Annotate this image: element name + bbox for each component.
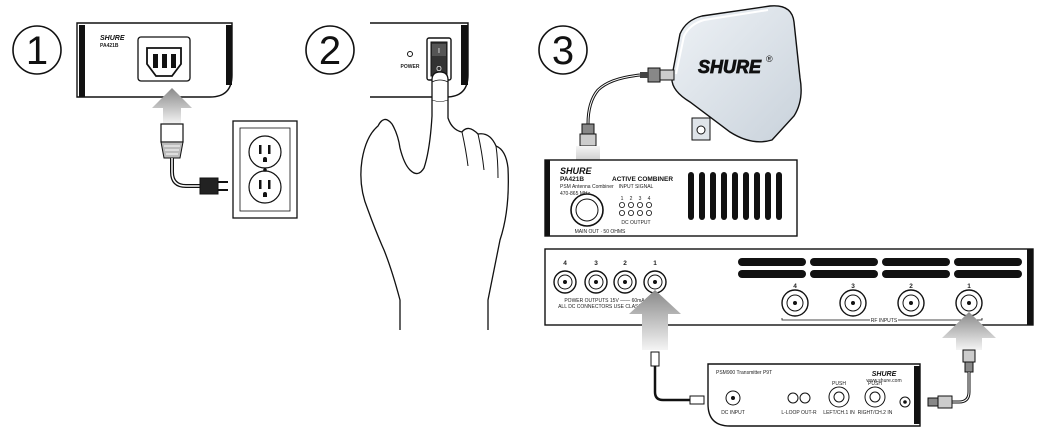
- rf-in-num-3: 3: [851, 283, 855, 290]
- main-out-label: MAIN OUT · 50 OHMS: [575, 229, 626, 235]
- step1-model-label: PA421B: [100, 43, 119, 49]
- step3-number: 3: [538, 25, 588, 75]
- wall-outlet: [232, 120, 298, 219]
- combiner-brand-logo: SHURE: [560, 166, 593, 176]
- right-push-label: PUSH: [868, 381, 882, 387]
- dc-power-cable: [650, 351, 705, 405]
- paddle-antenna: SHURE ®: [640, 5, 802, 143]
- step1-number: 1: [12, 25, 62, 75]
- rf-bnc-cable: [927, 349, 976, 409]
- antenna-bracket: [691, 117, 711, 141]
- input-signal-label: INPUT SIGNAL: [619, 184, 654, 190]
- step2-number: 2: [305, 25, 355, 75]
- rf-in-num-2: 2: [909, 283, 913, 290]
- step1-unit-panel: SHURE PA421B: [76, 22, 233, 98]
- left-push-label: PUSH: [832, 381, 846, 387]
- antenna-brand-logo: SHURE: [698, 57, 762, 77]
- left-in-label: LEFT/CH.1 IN: [823, 410, 855, 416]
- power-label: POWER: [401, 64, 420, 70]
- rf-in-num-1: 1: [967, 283, 971, 290]
- loop-out-label: L-LOOP OUT-R: [781, 410, 817, 416]
- rf-inputs-label: RF INPUTS: [871, 318, 898, 324]
- rf-input-jacks: [781, 289, 983, 317]
- antenna-cable: [579, 73, 641, 147]
- front-vent-slots: [688, 172, 782, 220]
- antenna-bnc-connector: [640, 67, 675, 83]
- dc-input-jack: [725, 390, 741, 406]
- rf-up-arrow: [942, 312, 996, 350]
- step1-insert-arrow: [152, 88, 192, 124]
- led-num-1: 1: [621, 196, 624, 202]
- dc-output-label: DC OUTPUT: [621, 220, 650, 226]
- right-in-label: RIGHT/CH.2 IN: [858, 410, 893, 416]
- power-cord: [160, 123, 228, 195]
- step2-number-label: 2: [319, 29, 341, 73]
- main-out-connector: [570, 193, 604, 227]
- dc-out-num-3: 3: [594, 260, 598, 267]
- rf-output-jack: [899, 396, 911, 408]
- rear-vent-slots: [738, 258, 1022, 278]
- dc-out-num-1: 1: [653, 260, 657, 267]
- rf-in-num-4: 4: [793, 283, 797, 290]
- active-combiner-label: ACTIVE COMBINER: [612, 176, 673, 183]
- step2-unit-panel: POWER: [370, 22, 469, 98]
- led-num-2: 2: [630, 196, 633, 202]
- dc-input-label: DC INPUT: [721, 410, 745, 416]
- class-wiring-label: ALL DC CONNECTORS USE CLASS 2 WIRING: [558, 304, 666, 310]
- step3-number-label: 3: [552, 29, 574, 73]
- iec-inlet: [137, 36, 191, 82]
- dc-output-jacks: [553, 270, 667, 294]
- antenna-registered-mark: ®: [766, 54, 773, 64]
- combiner-rear-panel: 4 3 2 1 POWER OUTPUTS 15V —— 60mA EACH A…: [544, 248, 1034, 326]
- transmitter-url: www.shure.com: [866, 378, 901, 384]
- power-outputs-label: POWER OUTPUTS 15V —— 60mA EACH: [564, 298, 660, 304]
- led-num-3: 3: [639, 196, 642, 202]
- led-num-4: 4: [648, 196, 651, 202]
- switch-on-mark: I: [438, 48, 440, 55]
- combiner-freq-label: 470-865 MHz: [560, 191, 591, 197]
- switch-off-mark: O: [436, 66, 442, 73]
- pointing-hand: [360, 71, 509, 330]
- transmitter-rear-panel: PSM900 Transmitter P9T SHURE www.shure.c…: [707, 363, 921, 427]
- transmitter-title: PSM900 Transmitter P9T: [716, 370, 772, 376]
- dc-up-arrow: [629, 290, 681, 350]
- step1-number-label: 1: [26, 29, 48, 73]
- left-combo-input: [828, 386, 850, 408]
- dc-out-num-2: 2: [623, 260, 627, 267]
- combiner-front-panel: SHURE PA421B PSM Antenna Combiner 470-86…: [544, 159, 798, 237]
- dc-out-num-4: 4: [563, 260, 567, 267]
- transmitter-brand-logo: SHURE: [872, 371, 897, 378]
- right-combo-input: [864, 386, 886, 408]
- combiner-desc-label: PSM Antenna Combiner: [560, 184, 614, 190]
- step1-brand-logo: SHURE: [100, 35, 125, 42]
- loop-out-jacks: [787, 392, 811, 404]
- combiner-model-label: PA421B: [560, 176, 584, 183]
- signal-leds: [619, 201, 653, 216]
